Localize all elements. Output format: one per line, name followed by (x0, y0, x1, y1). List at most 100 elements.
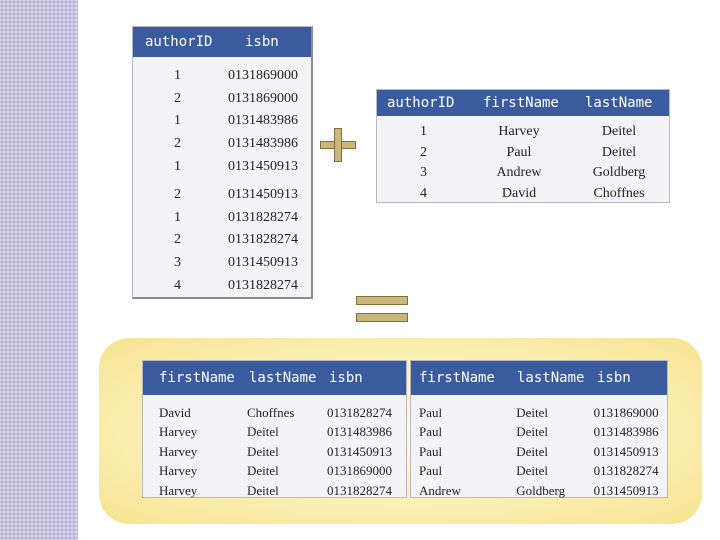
last-name-cell: Deitel (247, 482, 279, 498)
isbn-cell: 0131450913 (593, 443, 659, 459)
isbn-cell: 0131483986 (593, 424, 659, 440)
header-last-name: lastName (585, 95, 653, 111)
result-left-header: firstName lastName isbn (143, 361, 406, 395)
first-name-cell: Andrew (496, 165, 542, 181)
last-name-cell: Deitel (247, 443, 279, 459)
author-id-cell: 2 (174, 187, 181, 203)
first-name-cell: Paul (419, 443, 443, 459)
first-name-cell: Paul (506, 144, 532, 160)
author-id-cell: 1 (174, 209, 181, 225)
last-name-cell: Goldberg (516, 482, 566, 498)
header-first-name: firstName (159, 370, 235, 386)
first-name-cell: Paul (419, 404, 443, 420)
authors-header: authorID firstName lastName (377, 90, 669, 116)
isbn-cell: 0131869000 (327, 463, 392, 479)
author-id-cell: 3 (174, 255, 181, 271)
isbn-cell: 0131869000 (228, 68, 298, 84)
decorative-side-strip (0, 0, 78, 540)
table-row: 2 0131828274 (133, 229, 311, 252)
first-name-cell: David (501, 185, 537, 201)
isbn-cell: 0131483986 (228, 136, 298, 152)
isbn-cell: 0131869000 (593, 404, 659, 420)
isbn-cell: 0131483986 (327, 424, 392, 440)
author-id-cell: 1 (420, 124, 427, 140)
author-id-cell: 3 (420, 165, 427, 181)
author-id-cell: 4 (174, 277, 181, 293)
table-row: 4 0131828274 (133, 274, 311, 297)
result-right-header: firstName lastName isbn (411, 361, 667, 395)
header-last-name: lastName (517, 370, 585, 386)
author-id-cell: 2 (174, 90, 181, 106)
header-first-name: firstName (419, 370, 495, 386)
table-row: 4 David Choffnes (377, 184, 669, 205)
isbn-cell: 0131450913 (327, 443, 392, 459)
author-id-cell: 2 (420, 144, 427, 160)
first-name-cell: Paul (419, 424, 443, 440)
isbn-cell: 0131828274 (593, 463, 659, 479)
isbn-cell: 0131828274 (327, 482, 392, 498)
isbn-cell: 0131828274 (228, 209, 298, 225)
last-name-cell: Deitel (601, 144, 637, 160)
author-id-cell: 2 (174, 136, 181, 152)
last-name-cell: Choffnes (247, 404, 295, 420)
table-row: 3 0131450913 (133, 252, 311, 275)
isbn-cell: 0131450913 (228, 255, 298, 271)
last-name-cell: Deitel (516, 404, 548, 420)
table-row: Paul Deitel 0131450913 (411, 442, 667, 462)
author-id-cell: 4 (420, 185, 427, 201)
table-row: Harvey Deitel 0131869000 (143, 462, 406, 482)
table-row: 1 Harvey Deitel (377, 122, 669, 143)
table-row: 1 0131869000 (133, 65, 311, 88)
author-id-cell: 2 (174, 232, 181, 248)
table-row: Andrew Goldberg 0131450913 (411, 481, 667, 501)
last-name-cell: Deitel (247, 424, 279, 440)
last-name-cell: Deitel (601, 124, 637, 140)
header-first-name: firstName (483, 95, 559, 111)
header-isbn: isbn (329, 370, 363, 386)
isbn-cell: 0131450913 (228, 187, 298, 203)
table-row: 2 0131869000 (133, 88, 311, 111)
first-name-cell: Harvey (498, 124, 540, 140)
last-name-cell: Deitel (247, 463, 279, 479)
plus-icon (320, 128, 356, 162)
header-author-id: authorID (387, 95, 455, 111)
table-row: 2 0131450913 (133, 184, 311, 207)
table-row: Harvey Deitel 0131483986 (143, 423, 406, 443)
first-name-cell: Harvey (159, 482, 198, 498)
first-name-cell: Harvey (159, 424, 198, 440)
last-name-cell: Deitel (516, 463, 548, 479)
first-name-cell: Harvey (159, 463, 198, 479)
isbn-cell: 0131828274 (327, 404, 392, 420)
isbn-cell: 0131828274 (228, 232, 298, 248)
table-row: 2 0131483986 (133, 133, 311, 156)
isbn-cell: 0131450913 (228, 158, 298, 174)
table-row: Harvey Deitel 0131828274 (143, 481, 406, 501)
header-isbn: isbn (597, 370, 631, 386)
last-name-cell: Choffnes (593, 185, 645, 201)
author-id-cell: 1 (174, 68, 181, 84)
equals-icon (356, 296, 408, 322)
first-name-cell: Harvey (159, 443, 198, 459)
table-row: Harvey Deitel 0131450913 (143, 442, 406, 462)
isbn-cell: 0131869000 (228, 90, 298, 106)
isbn-cell: 0131450913 (593, 482, 659, 498)
first-name-cell: Andrew (419, 482, 461, 498)
isbn-cell: 0131828274 (228, 277, 298, 293)
isbn-cell: 0131483986 (228, 113, 298, 129)
table-row: 2 Paul Deitel (377, 143, 669, 164)
table-row: 1 0131828274 (133, 207, 311, 230)
last-name-cell: Deitel (516, 443, 548, 459)
author-isbn-header: authorID isbn (133, 27, 311, 57)
header-isbn: isbn (245, 34, 279, 50)
